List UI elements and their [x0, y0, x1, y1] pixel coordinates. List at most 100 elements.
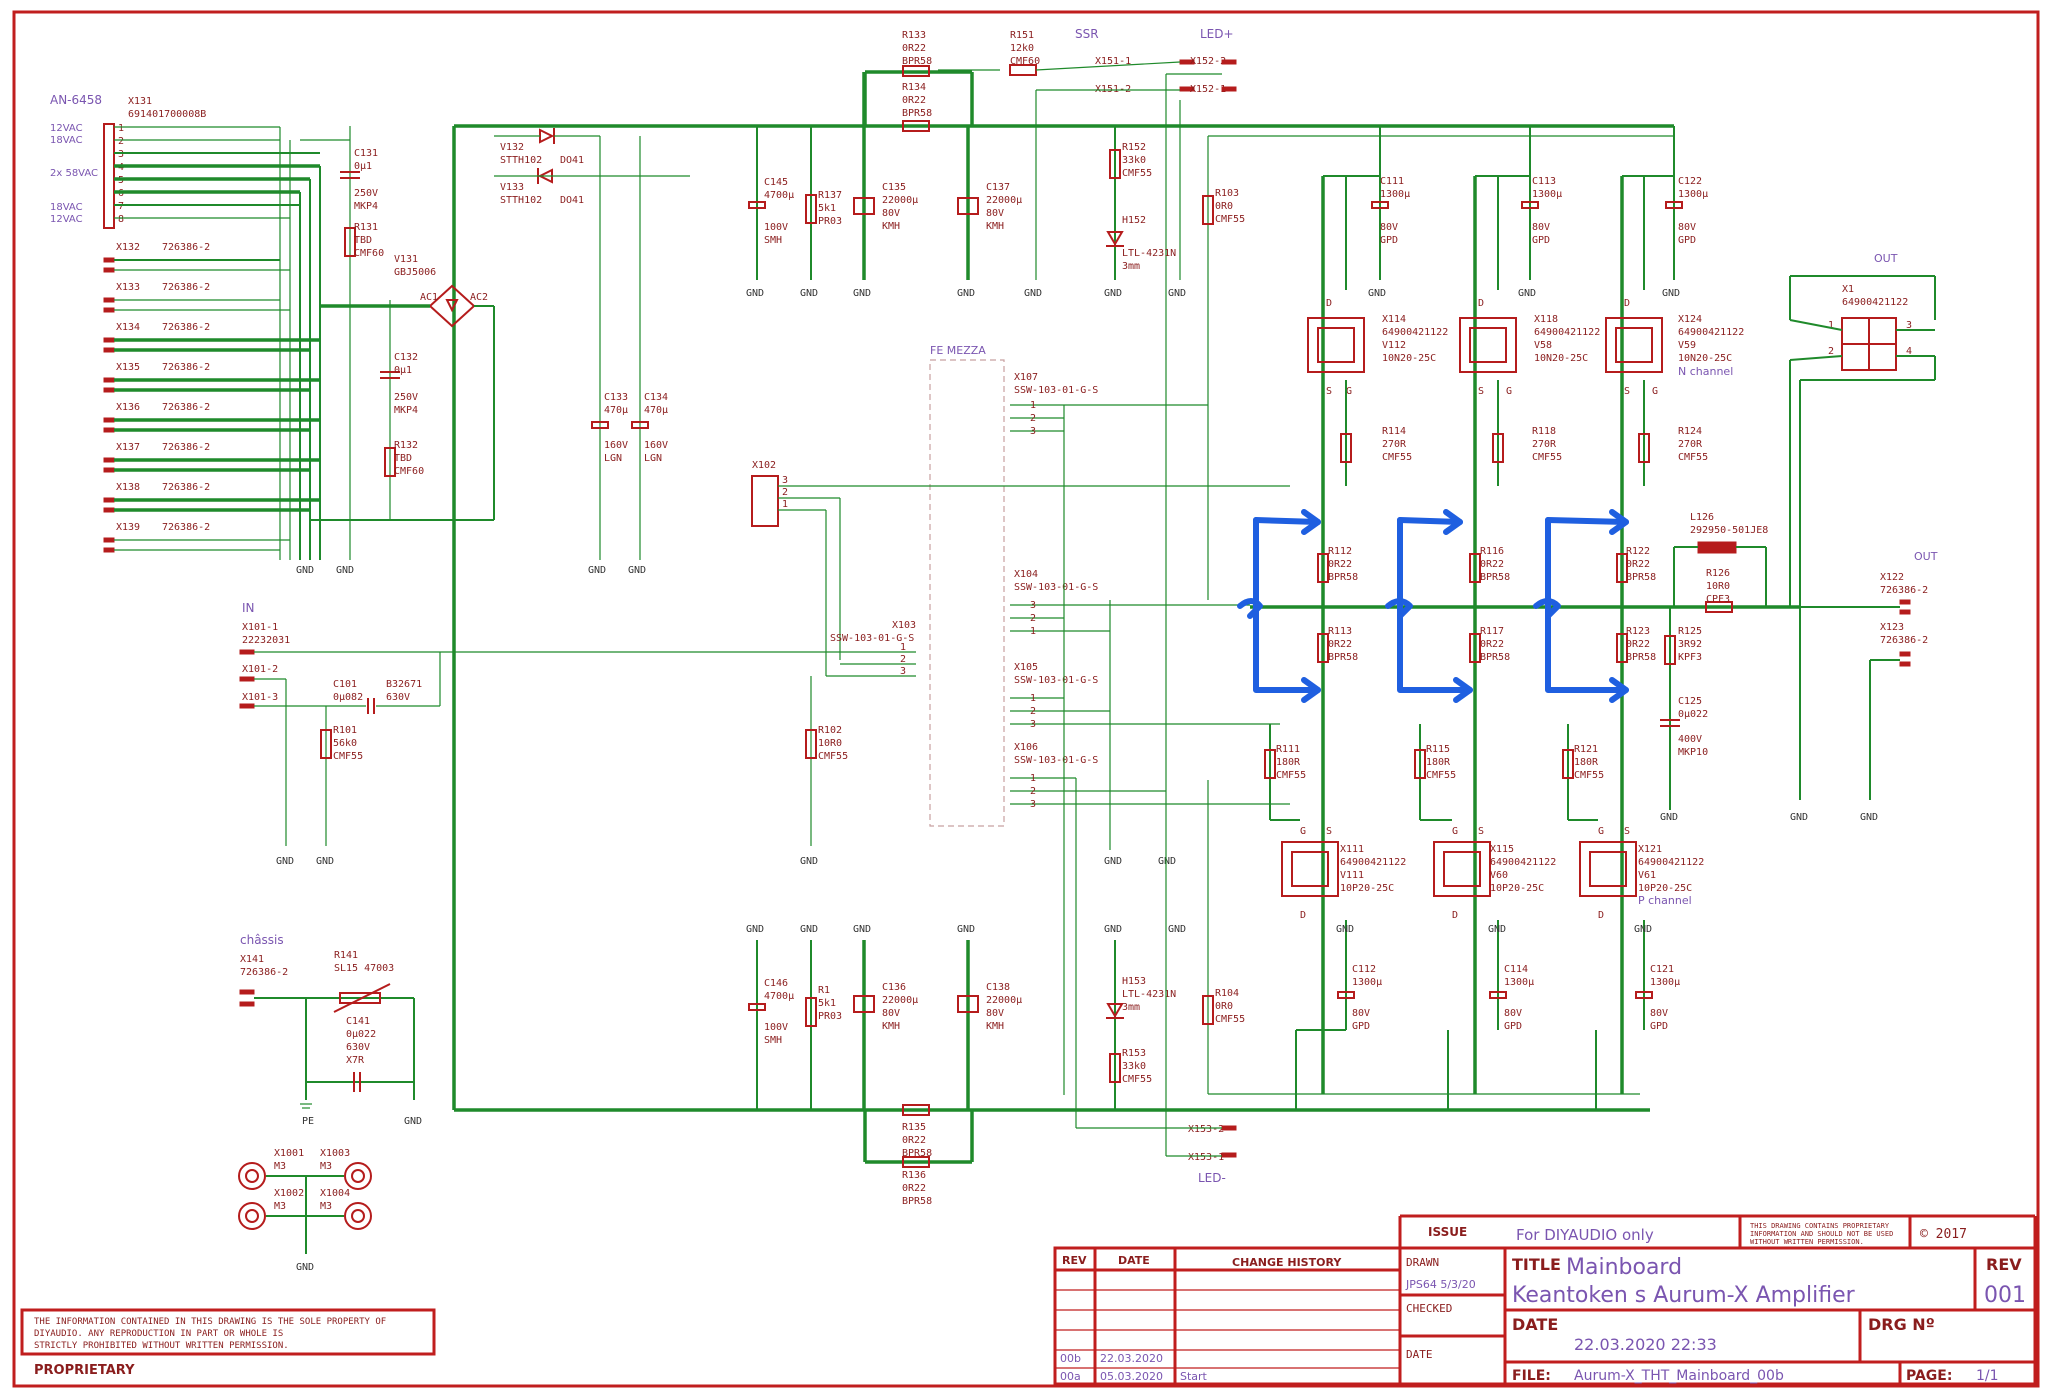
header-connector-x133: X133 726386-2	[103, 282, 290, 313]
svg-text:GND: GND	[746, 924, 764, 935]
component-label: STRICTLY PROHIBITED WITHOUT WRITTEN PERM…	[34, 1341, 289, 1351]
component-label: STTH102	[500, 155, 542, 166]
component-label: 1300µ	[1380, 189, 1410, 200]
component-label: 80V	[1504, 1008, 1522, 1019]
svg-text:1: 1	[900, 642, 906, 653]
component-label: BPR58	[902, 108, 932, 119]
component-label: X135	[116, 362, 140, 373]
component-label: V58	[1534, 340, 1552, 351]
component-label: 80V	[1380, 222, 1398, 233]
component-label: 180R	[1574, 757, 1599, 768]
proprietary-notice: THE INFORMATION CONTAINED IN THIS DRAWIN…	[20, 1308, 436, 1378]
component-label: X118	[1534, 314, 1558, 325]
component-label: GBJ5006	[394, 267, 436, 278]
component-label: C121	[1650, 964, 1674, 975]
svg-text:1: 1	[1828, 320, 1834, 331]
component-label: C122	[1678, 176, 1702, 187]
component-label: R126	[1706, 568, 1730, 579]
svg-text:GND: GND	[746, 288, 764, 299]
component-label: 3mm	[1122, 1002, 1140, 1013]
component-label: V111	[1340, 870, 1364, 881]
component-label: C135	[882, 182, 906, 193]
component-label: châssis	[240, 933, 284, 947]
component-label: X1002	[274, 1188, 304, 1199]
component-label: CMF55	[1276, 770, 1306, 781]
component-label: 470µ	[604, 405, 628, 416]
component-label: R117	[1480, 626, 1504, 637]
component-label: X107	[1014, 372, 1038, 383]
component-label: REV	[1986, 1255, 2022, 1274]
component-label: 00a	[1060, 1370, 1081, 1383]
component-label: AC2	[470, 292, 488, 303]
component-label: M3	[274, 1201, 286, 1212]
component-label: R152	[1122, 142, 1146, 153]
component-label: CMF55	[818, 751, 848, 762]
component-label: 10N20-25C	[1678, 353, 1732, 364]
component-label: R125	[1678, 626, 1702, 637]
component-label: 100V	[764, 222, 788, 233]
component-label: TBD	[354, 235, 372, 246]
component-label: C136	[882, 982, 906, 993]
component-label: R141	[334, 950, 358, 961]
component-label: 64900421122	[1490, 857, 1556, 868]
svg-text:3: 3	[782, 475, 788, 486]
component-label: 0R0	[1215, 201, 1233, 212]
component-label: X153-1	[1188, 1152, 1224, 1163]
rectifier-section: C131 0µ1 250V MKP4 R131 TBD CMF60 C132 0…	[310, 126, 690, 576]
component-label: 33k0	[1122, 1061, 1146, 1072]
svg-text:GND: GND	[957, 924, 975, 935]
component-label: 726386-2	[1880, 635, 1928, 646]
component-label: IN	[242, 601, 255, 615]
component-label: OUT	[1914, 550, 1938, 563]
component-label: 0R22	[902, 1135, 926, 1146]
component-label: C111	[1380, 176, 1404, 187]
svg-text:GND: GND	[628, 565, 646, 576]
svg-text:GND: GND	[276, 856, 294, 867]
component-label: DRAWN	[1406, 1256, 1439, 1269]
component-label: 250V	[354, 188, 378, 199]
component-label: CMF55	[1382, 452, 1412, 463]
component-label: R135	[902, 1122, 926, 1133]
component-label: C132	[394, 352, 418, 363]
svg-text:GND: GND	[1168, 288, 1186, 299]
component-label: H152	[1122, 215, 1146, 226]
component-label: Aurum-X_THT_Mainboard_00b	[1574, 1368, 1784, 1384]
component-label: 726386-2	[240, 967, 288, 978]
component-label: R134	[902, 82, 926, 93]
component-label: 0R22	[1328, 639, 1352, 650]
component-label: GPD	[1504, 1021, 1522, 1032]
component-label: 0µ022	[1678, 709, 1708, 720]
component-label: PROPRIETARY	[34, 1363, 135, 1378]
component-label: FILE:	[1512, 1368, 1551, 1384]
component-label: 726386-2	[1880, 585, 1928, 596]
svg-text:2: 2	[1030, 613, 1036, 624]
component-label: 0R0	[1215, 1001, 1233, 1012]
component-label: 64900421122	[1340, 857, 1406, 868]
component-label: 0µ1	[354, 161, 372, 172]
component-label: V61	[1638, 870, 1656, 881]
header-connector-x136: X136 726386-2	[103, 402, 320, 433]
component-label: C131	[354, 148, 378, 159]
component-label: V60	[1490, 870, 1508, 881]
svg-text:D: D	[1598, 910, 1604, 921]
component-label: 1300µ	[1352, 977, 1382, 988]
component-label: R132	[394, 440, 418, 451]
svg-text:GND: GND	[1662, 288, 1680, 299]
component-label: THE INFORMATION CONTAINED IN THIS DRAWIN…	[34, 1317, 386, 1327]
component-label: KMH	[986, 221, 1004, 232]
component-label: PR03	[818, 1011, 842, 1022]
component-label: 0R22	[902, 1183, 926, 1194]
component-label: R137	[818, 190, 842, 201]
svg-text:2: 2	[118, 136, 124, 147]
component-label: V132	[500, 142, 524, 153]
component-label: 10R0	[1706, 581, 1730, 592]
component-label: 22000µ	[986, 995, 1022, 1006]
component-label: FE MEZZA	[930, 344, 986, 357]
component-label: X133	[116, 282, 140, 293]
svg-text:7: 7	[118, 201, 124, 212]
svg-text:1: 1	[782, 499, 788, 510]
component-label: DATE	[1406, 1348, 1433, 1361]
component-label: 726386-2	[162, 522, 210, 533]
voltage-label: 18VAC	[50, 135, 83, 146]
voltage-label: 18VAC	[50, 202, 83, 213]
